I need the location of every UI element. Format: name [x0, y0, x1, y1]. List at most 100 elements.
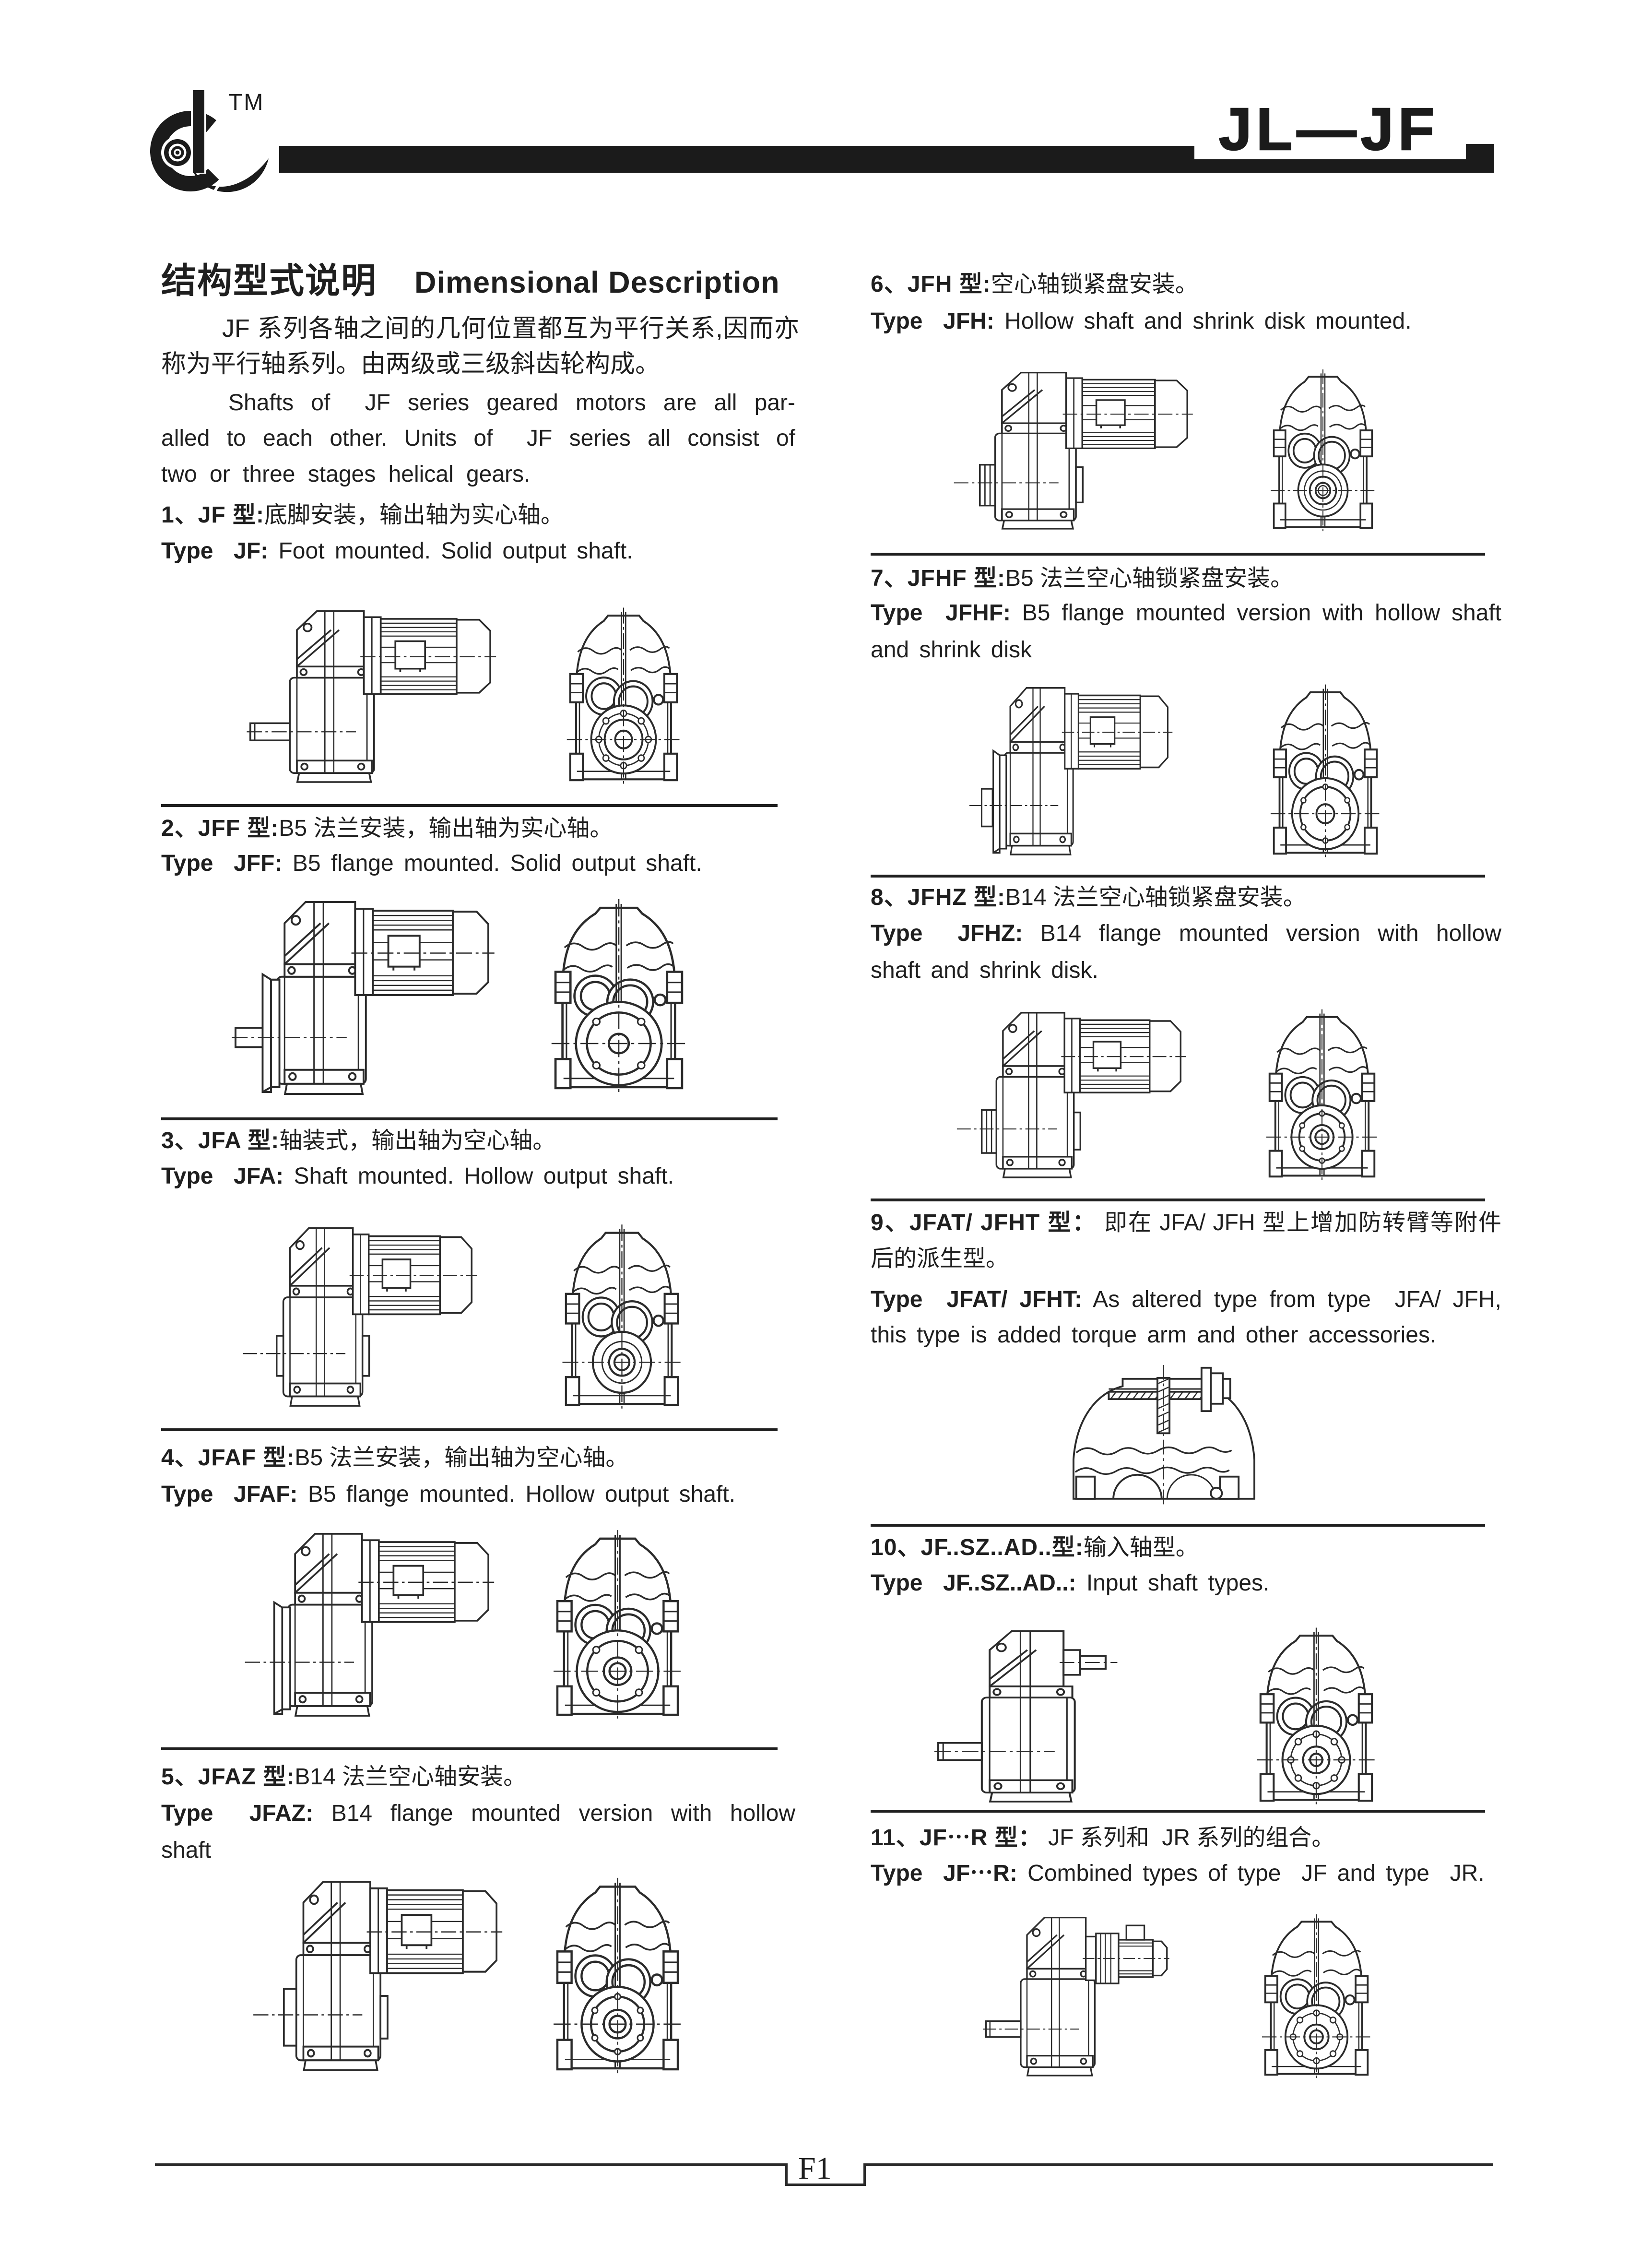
- item-2-desc-cn: B5 法兰安装，输出轴为实心轴。: [279, 816, 613, 841]
- item-6-heading-cn: 6、JFH 型:空心轴锁紧盘安装。: [871, 271, 1198, 298]
- item-9-heading-en-2: this type is added torque arm and other …: [871, 1322, 1436, 1349]
- intro-paragraph-en-line3: two or three stages helical gears.: [161, 462, 531, 487]
- item-9-code-en: Type JFAT/ JFHT:: [871, 1287, 1082, 1312]
- footer-rule-right: [863, 2163, 1493, 2166]
- item-2-side-figure: [235, 901, 489, 1094]
- item-6-code-cn: 6、JFH 型:: [871, 272, 991, 297]
- item-4-code-cn: 4、JFAF 型:: [161, 1445, 295, 1471]
- divider-9: [871, 1524, 1485, 1527]
- item-8-side-figure: [981, 1012, 1181, 1177]
- item-6-front-figure: [1273, 372, 1373, 529]
- item-7-heading-cn: 7、JFHF 型:B5 法兰空心轴锁紧盘安装。: [871, 565, 1293, 592]
- item-10-desc-en: Input shaft types.: [1076, 1570, 1270, 1596]
- item-1-side-figure: [249, 610, 491, 782]
- item-11-heading-cn: 11、JF⋯R 型： JF 系列和 JR 系列的组合。: [871, 1825, 1334, 1851]
- item-2-code-cn: 2、JFF 型:: [161, 816, 279, 841]
- item-7-front-figure: [1273, 687, 1378, 854]
- item-8-heading-en-2: shaft and shrink disk.: [871, 957, 1098, 984]
- item-7-heading-en-2: and shrink disk: [871, 637, 1032, 664]
- item-6-code-en: Type JFH:: [871, 309, 994, 334]
- item-10-front-figure: [1260, 1630, 1373, 1802]
- item-10-side-figure: [937, 1630, 1108, 1802]
- item-5-front-figure: [556, 1881, 679, 2070]
- item-1-desc-cn: 底脚安装，输出轴为实心轴。: [264, 502, 564, 528]
- item-7-code-cn: 7、JFHF 型:: [871, 566, 1006, 591]
- divider-6: [871, 553, 1485, 556]
- item-9-code-cn: 9、JFAT/ JFHT 型：: [871, 1210, 1097, 1235]
- item-8-code-cn: 8、JFHZ 型:: [871, 885, 1006, 910]
- item-3-code-en: Type JFA:: [161, 1163, 284, 1189]
- header-bar-thin: [1194, 159, 1494, 173]
- item-9-desc-cn: 即在 JFA/ JFH 型上增加防转臂等附件: [1097, 1210, 1502, 1235]
- item-2-desc-en: B5 flange mounted. Solid output shaft.: [282, 851, 702, 876]
- item-9-desc-en: As altered type from type JFA/ JFH,: [1082, 1287, 1501, 1312]
- item-3-front-figure: [565, 1227, 679, 1406]
- item-3-heading-cn: 3、JFA 型:轴装式，输出轴为空心轴。: [161, 1127, 555, 1154]
- divider-10: [871, 1810, 1485, 1813]
- item-1-heading-en: Type JF: Foot mounted. Solid output shaf…: [161, 538, 633, 565]
- item-1-heading-cn: 1、JF 型:底脚安装，输出轴为实心轴。: [161, 502, 564, 529]
- item-3-heading-en: Type JFA: Shaft mounted. Hollow output s…: [161, 1163, 674, 1190]
- item-4-side-figure: [272, 1533, 489, 1716]
- item-8-heading-cn: 8、JFHZ 型:B14 法兰空心轴锁紧盘安装。: [871, 884, 1306, 911]
- item-3-desc-en: Shaft mounted. Hollow output shaft.: [283, 1163, 674, 1189]
- item-11-front-figure: [1264, 1917, 1369, 2076]
- item-4-heading-en: Type JFAF: B5 flange mounted. Hollow out…: [161, 1481, 735, 1508]
- divider-2: [161, 1117, 778, 1120]
- item-5-desc-cn: B14 法兰空心轴安装。: [295, 1764, 527, 1790]
- item-4-desc-en: B5 flange mounted. Hollow output shaft.: [297, 1482, 736, 1507]
- item-7-desc-en: B5 flange mounted version with hollow sh…: [1011, 600, 1502, 626]
- item-11-desc-en: Combined types of type JF and type JR.: [1017, 1861, 1485, 1886]
- item-5-code-cn: 5、JFAZ 型:: [161, 1764, 295, 1790]
- item-6-desc-en: Hollow shaft and shrink disk mounted.: [994, 309, 1412, 334]
- item-9-heading-cn: 9、JFAT/ JFHT 型： 即在 JFA/ JFH 型上增加防转臂等附件: [871, 1210, 1501, 1236]
- item-8-desc-en: B14 flange mounted version with hollow: [1023, 921, 1502, 946]
- section-title-en: Dimensional Description: [414, 266, 780, 299]
- item-2-code-en: Type JFF:: [161, 851, 283, 876]
- item-9-figure: [1073, 1364, 1255, 1509]
- footer-notch-right: [863, 2163, 866, 2186]
- item-2-heading-cn: 2、JFF 型:B5 法兰安装，输出轴为实心轴。: [161, 815, 613, 842]
- item-4-heading-cn: 4、JFAF 型:B5 法兰安装，输出轴为空心轴。: [161, 1445, 628, 1472]
- item-8-front-figure: [1269, 1012, 1375, 1177]
- intro-paragraph-cn-line1: JF 系列各轴之间的几何位置都互为平行关系,因而亦: [222, 315, 799, 343]
- item-7-desc-cn: B5 法兰空心轴锁紧盘安装。: [1005, 566, 1294, 591]
- intro-paragraph-cn-line2: 称为平行轴系列。由两级或三级斜齿轮构成。: [161, 350, 661, 378]
- item-10-code-en: Type JF..SZ..AD..:: [871, 1570, 1076, 1596]
- brand-logo: [150, 89, 269, 195]
- footer-notch-left: [785, 2163, 788, 2186]
- item-9-desc-cn-2: 后的派生型。: [871, 1246, 1009, 1271]
- item-9-heading-cn-2: 后的派生型。: [871, 1246, 1009, 1272]
- item-4-desc-cn: B5 法兰安装，输出轴为空心轴。: [295, 1445, 629, 1471]
- divider-1: [161, 804, 778, 807]
- header-bar-thick: [279, 146, 1194, 173]
- item-11-side-figure: [985, 1917, 1168, 2076]
- item-11-heading-en: Type JF⋯R: Combined types of type JF and…: [871, 1860, 1485, 1887]
- divider-4: [161, 1747, 778, 1750]
- item-9-desc-en-2: this type is added torque arm and other …: [871, 1322, 1437, 1348]
- item-5-heading-cn: 5、JFAZ 型:B14 法兰空心轴安装。: [161, 1764, 526, 1791]
- divider-8: [871, 1199, 1485, 1201]
- item-6-side-figure: [979, 372, 1188, 529]
- item-5-desc-en: B14 flange mounted version with hollow: [313, 1801, 795, 1826]
- item-10-heading-en: Type JF..SZ..AD..: Input shaft types.: [871, 1570, 1269, 1597]
- item-8-heading-en: Type JFHZ: B14 flange mounted version wi…: [871, 920, 1501, 947]
- footer-rule-left: [155, 2163, 785, 2166]
- divider-7: [871, 875, 1485, 878]
- intro-paragraph-en-line2: alled to each other. Units of JF series …: [161, 426, 795, 451]
- item-2-heading-en: Type JFF: B5 flange mounted. Solid outpu…: [161, 850, 702, 877]
- item-6-desc-cn: 空心轴锁紧盘安装。: [991, 272, 1198, 297]
- item-9-heading-en: Type JFAT/ JFHT: As altered type from ty…: [871, 1286, 1501, 1313]
- item-1-code-cn: 1、JF 型:: [161, 502, 265, 528]
- item-3-desc-cn: 轴装式，输出轴为空心轴。: [279, 1128, 556, 1153]
- item-5-desc-en-2: shaft: [161, 1838, 212, 1863]
- item-2-front-figure: [555, 902, 683, 1089]
- item-3-code-cn: 3、JFA 型:: [161, 1128, 280, 1153]
- item-11-desc-cn: JF 系列和 JR 系列的组合。: [1041, 1825, 1335, 1851]
- intro-paragraph-en-line1: Shafts of JF series geared motors are al…: [228, 390, 795, 415]
- item-5-side-figure: [283, 1881, 497, 2070]
- item-6-heading-en: Type JFH: Hollow shaft and shrink disk m…: [871, 308, 1412, 335]
- item-10-desc-cn: 输入轴型。: [1083, 1535, 1199, 1560]
